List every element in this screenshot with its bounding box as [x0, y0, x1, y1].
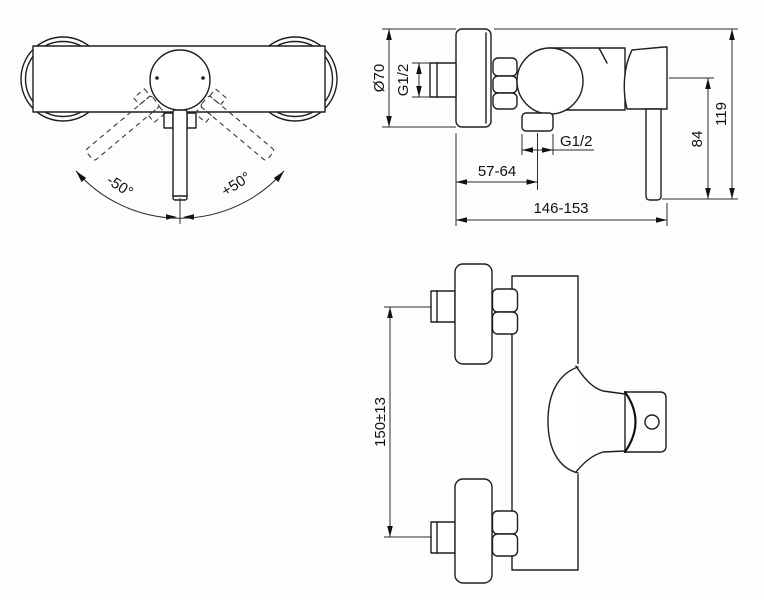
body-cap-joint-line: [598, 47, 608, 64]
union-nut-facet: [491, 533, 519, 557]
union-nut-facet: [492, 92, 518, 110]
dim-arrow: [705, 78, 711, 89]
handle-collar-right: [186, 112, 197, 129]
cover-pin-right: [201, 76, 205, 80]
dim-arrow: [386, 29, 392, 40]
dim-arrow: [386, 116, 392, 127]
cone-bottom-edge: [575, 450, 626, 473]
cartridge-dome-circle: [516, 47, 584, 115]
escutcheon-top-plan: [454, 263, 493, 365]
overall-depth-label: 146-153: [533, 200, 588, 217]
union-nut-facet: [491, 288, 519, 313]
dim-arrow: [416, 86, 422, 97]
dim-arrow: [729, 29, 735, 40]
dim-arrow: [387, 526, 393, 537]
inlet-stub-bottom: [430, 521, 456, 554]
handle-position-plus-50: [194, 88, 275, 161]
plus-50-label: +50°: [218, 169, 254, 200]
handle-cap-arc: [623, 390, 637, 454]
wall-to-outlet-label: 57-64: [478, 163, 516, 180]
union-nut-facet: [491, 311, 519, 335]
minus-50-label: -50°: [103, 172, 135, 201]
outlet-stub: [521, 112, 554, 132]
body-tube-plan: [511, 275, 579, 571]
dim-arrow: [526, 179, 538, 185]
union-nut-facet: [492, 57, 518, 77]
zero-arrow-right: [183, 214, 194, 220]
dim-arrow: [456, 179, 467, 185]
handle-position-minus-50: [85, 88, 166, 161]
dim-arrow: [656, 217, 667, 223]
arc-arrow-left: [76, 171, 87, 182]
overall-height-label: 119: [713, 102, 730, 126]
inlet-centers-label: 150±13: [372, 397, 389, 447]
cartridge-cover-circle: [149, 49, 211, 111]
union-nut-facet: [492, 75, 518, 94]
handle-cap-side: [623, 46, 668, 110]
cone-top-edge: [575, 365, 626, 395]
plan-view: 150±13: [372, 263, 667, 584]
dim-arrow: [542, 147, 553, 153]
inlet-stub-top: [430, 290, 456, 323]
lever-drop-label: 84: [689, 131, 706, 148]
inlet-thread-label: G1/2: [395, 64, 412, 97]
cartridge-dome-silhouette: [547, 366, 579, 474]
outlet-thread-label: G1/2: [560, 133, 593, 150]
dim-arrow: [729, 188, 735, 199]
dim-arrow: [705, 188, 711, 199]
handle-hole: [644, 414, 660, 430]
arc-arrow-right: [273, 171, 284, 182]
handle-lever-front: [172, 109, 188, 201]
union-nut-facet: [491, 510, 519, 535]
dim-arrow: [387, 307, 393, 318]
dim-arrow: [522, 147, 533, 153]
handle-collar-left: [163, 112, 174, 129]
side-view: Ø70 G1/2 G1/2 57-64 146-153 84: [371, 28, 738, 226]
escutcheon-bottom-plan: [454, 478, 493, 584]
cover-pin-left: [155, 76, 159, 80]
d70-label: Ø70: [371, 64, 388, 92]
inlet-stub: [429, 62, 457, 98]
dim-arrow: [456, 217, 467, 223]
front-view: -50° +50°: [20, 36, 338, 224]
handle-lever-side: [645, 108, 662, 201]
zero-arrow-left: [166, 214, 177, 220]
dim-arrow: [416, 63, 422, 74]
